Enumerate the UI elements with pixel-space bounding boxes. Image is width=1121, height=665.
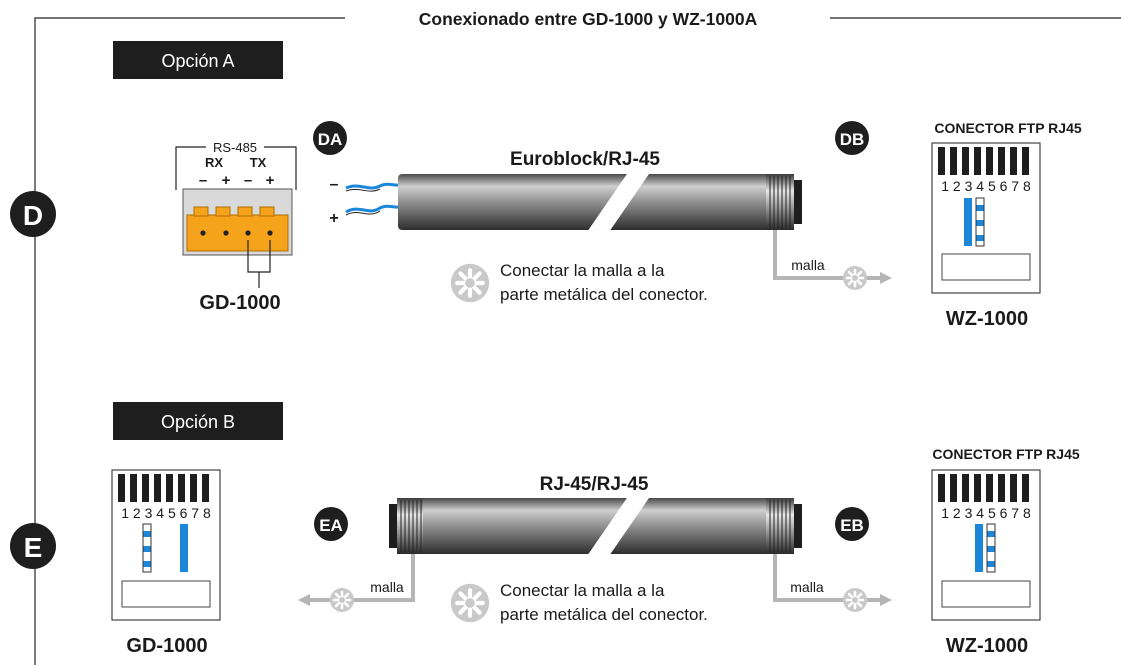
svg-text:–: – xyxy=(244,172,252,189)
shield-line-b-left xyxy=(298,554,415,614)
wz1000-label-a: WZ-1000 xyxy=(946,308,1028,330)
note-icon-b xyxy=(451,584,489,622)
badge-ea: EA xyxy=(314,507,348,541)
svg-text:EA: EA xyxy=(319,516,343,535)
badge-da: DA xyxy=(313,121,347,155)
cable-euroblock-rj45 xyxy=(398,158,802,248)
option-b-label: Opción B xyxy=(113,402,283,440)
badge-eb: EB xyxy=(835,507,869,541)
cable-b-label: RJ-45/RJ-45 xyxy=(540,474,649,495)
tx-label: TX xyxy=(250,155,267,170)
gd1000-label-b: GD-1000 xyxy=(126,635,207,657)
note-a-line2: parte metálica del conector. xyxy=(500,285,708,304)
note-b-line1: Conectar la malla a la xyxy=(500,581,665,600)
pin-numbers-b-left: 1 2 3 4 5 6 7 8 xyxy=(121,505,211,521)
svg-text:Opción B: Opción B xyxy=(161,412,235,432)
rj45-connector-wz1000-b xyxy=(931,469,1041,621)
rx-label: RX xyxy=(205,155,223,170)
svg-text:E: E xyxy=(24,532,43,563)
note-icon-a xyxy=(451,264,489,302)
rj45-connector-wz1000-a xyxy=(931,142,1041,294)
shield-label-a: malla xyxy=(791,257,825,273)
rs485-header: RS-485 xyxy=(213,140,257,155)
diagram-title: Conexionado entre GD-1000 y WZ-1000A xyxy=(419,9,758,29)
pin-numbers-a: 1 2 3 4 5 6 7 8 xyxy=(941,178,1031,194)
gd1000-label-a: GD-1000 xyxy=(199,292,280,314)
option-a-label: Opción A xyxy=(113,41,283,79)
svg-text:–: – xyxy=(199,172,207,189)
wire-plus-label: + xyxy=(329,210,338,227)
svg-text:DA: DA xyxy=(318,130,343,149)
connector-title-b: CONECTOR FTP RJ45 xyxy=(932,446,1080,462)
shield-label-b-right: malla xyxy=(790,579,824,595)
cable-a-label: Euroblock/RJ-45 xyxy=(510,149,660,170)
svg-text:DB: DB xyxy=(840,130,865,149)
cable-wires xyxy=(345,182,401,216)
shield-line-a xyxy=(773,230,892,292)
svg-text:Opción A: Opción A xyxy=(161,51,234,71)
shield-line-b-right xyxy=(773,554,892,614)
wz1000-label-b: WZ-1000 xyxy=(946,635,1028,657)
shield-label-b-left: malla xyxy=(370,579,404,595)
rs485-terminal-block: RS-485 RX TX – + – + xyxy=(175,140,297,288)
section-d-badge: D xyxy=(10,191,56,237)
cable-rj45-rj45 xyxy=(389,482,802,572)
frame xyxy=(34,17,1121,665)
section-e-badge: E xyxy=(10,523,56,569)
wire-minus-label: – xyxy=(330,176,339,193)
note-a-line1: Conectar la malla a la xyxy=(500,261,665,280)
connector-title-a: CONECTOR FTP RJ45 xyxy=(934,120,1082,136)
svg-text:+: + xyxy=(266,172,275,189)
svg-text:EB: EB xyxy=(840,516,864,535)
svg-text:D: D xyxy=(23,200,43,231)
rj45-connector-gd1000-b xyxy=(111,469,221,621)
note-b-line2: parte metálica del conector. xyxy=(500,605,708,624)
badge-db: DB xyxy=(835,121,869,155)
svg-text:+: + xyxy=(222,172,231,189)
pin-numbers-b-right: 1 2 3 4 5 6 7 8 xyxy=(941,505,1031,521)
